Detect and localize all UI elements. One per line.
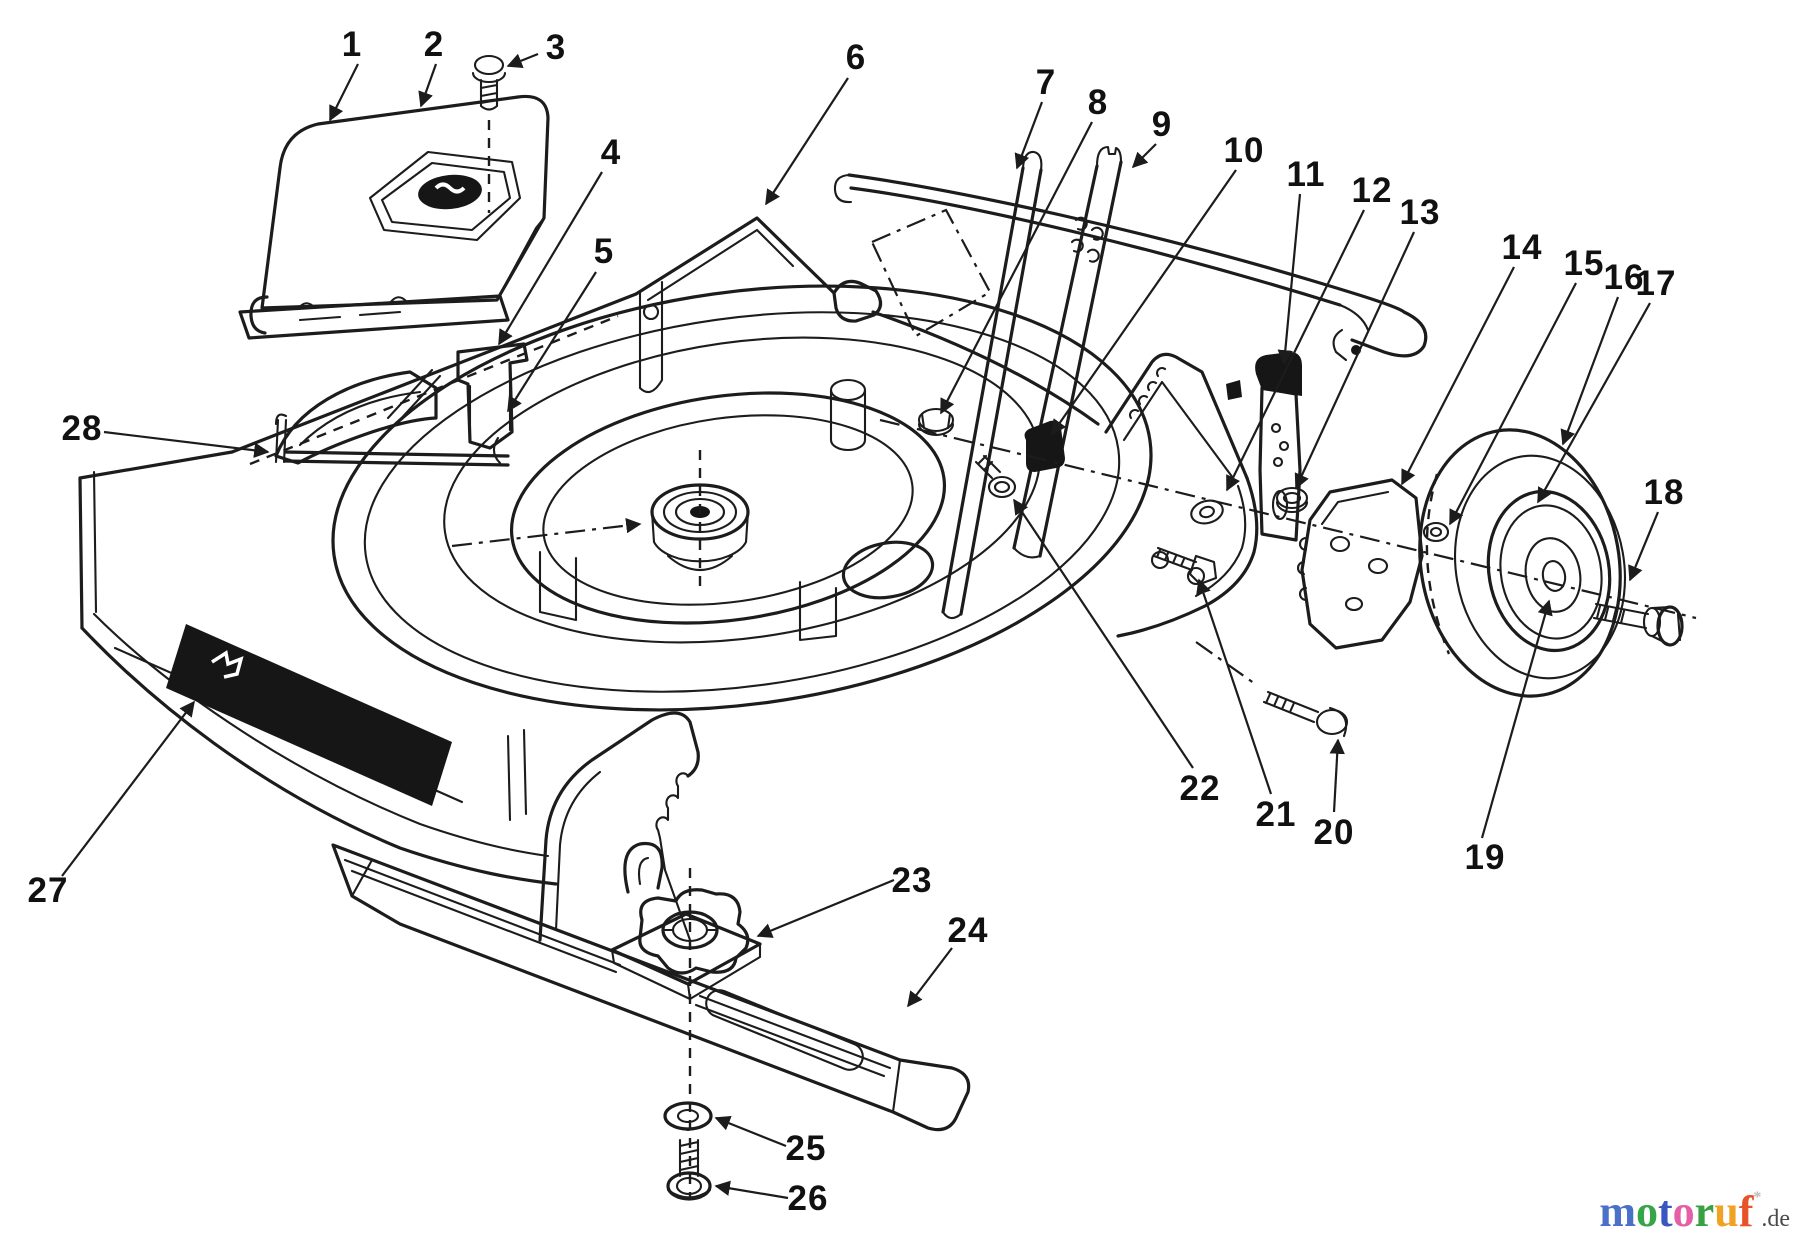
callout-11: 11 [1287,155,1326,194]
callout-7: 7 [1036,63,1056,102]
blade-bolt [666,1138,712,1201]
leader-line-6 [765,77,849,206]
leader-line-18 [1628,511,1660,582]
callout-20: 20 [1314,813,1355,852]
watermark-letter: u [1714,1187,1739,1236]
callout-14: 14 [1502,228,1543,267]
control-rod [833,173,1428,362]
leader-line-9 [1131,143,1157,169]
blade-washer [663,1101,713,1132]
leader-line-25 [714,1115,787,1148]
callout-9: 9 [1152,105,1172,144]
callout-4: 4 [601,133,621,172]
callout-6: 6 [846,38,866,77]
watermark-letter: r [1694,1187,1715,1236]
blade [331,843,971,1132]
leader-line-3 [506,52,539,69]
watermark-letter: o [1636,1187,1659,1236]
leader-line-24 [907,947,953,1008]
leader-line-20 [1329,738,1345,813]
callout-19: 19 [1465,838,1506,877]
watermark-star: * [1753,1189,1762,1206]
leader-line-1 [329,63,359,122]
leader-line-16 [1560,296,1620,446]
callout-23: 23 [892,861,933,900]
callout-15: 15 [1564,244,1605,283]
watermark-letter: m [1599,1187,1637,1236]
watermark-suffix: .de [1761,1206,1790,1232]
handle-bracket-right [1012,145,1123,559]
callout-1: 1 [342,25,362,64]
watermark-letter: o [1672,1187,1695,1236]
leader-line-5 [507,271,597,413]
leader-line-19 [1480,599,1553,839]
deck-decal [166,624,452,806]
leader-line-17 [1537,302,1651,504]
wheel-hidden-edge [1425,473,1451,655]
leader-line-4 [498,171,603,346]
leader-line-27 [61,700,195,877]
cover-hook [249,295,269,335]
spindle-pulley [650,450,750,588]
callout-leaders [61,52,1660,1200]
callout-5: 5 [594,232,614,271]
callout-16: 16 [1604,258,1645,297]
cover-logo [418,174,482,210]
callout-13: 13 [1400,193,1441,232]
leader-line-8 [940,121,1093,415]
leader-line-14 [1401,266,1515,486]
wheel [1418,428,1627,698]
callout-12: 12 [1352,171,1393,210]
callout-26: 26 [788,1179,829,1218]
leader-line-26 [714,1180,789,1200]
callout-2: 2 [424,25,444,64]
leader-line-13 [1294,231,1415,490]
watermark-letter: f [1738,1187,1754,1236]
engine-cover [238,94,550,340]
callout-25: 25 [786,1129,827,1168]
leader-line-11 [1277,193,1302,366]
spacer-black [1024,420,1065,472]
callout-18: 18 [1644,473,1685,512]
leader-line-28 [103,430,270,458]
cover-bolt [471,54,507,213]
callout-10: 10 [1224,131,1265,170]
callout-22: 22 [1180,769,1221,808]
callout-21: 21 [1256,795,1297,834]
leader-line-22 [1013,498,1194,769]
deck-housing [78,216,1259,942]
assembly-axis-lines [451,208,1697,687]
leader-line-10 [1051,169,1237,436]
leader-line-15 [1449,282,1577,526]
callout-28: 28 [62,409,103,448]
watermark-motoruf: motoruf*.de [1599,1190,1790,1234]
leader-line-21 [1196,578,1273,795]
leader-line-23 [756,878,895,938]
leader-line-2 [418,63,438,108]
callout-24: 24 [948,911,989,950]
adjuster-knob-black [1255,352,1302,396]
callout-8: 8 [1088,83,1108,122]
callout-27: 27 [28,871,69,910]
leader-line-7 [1014,101,1044,170]
watermark-letter: t [1658,1187,1673,1236]
axle-bolt [1592,602,1684,647]
leader-line-12 [1226,209,1365,492]
callout-17: 17 [1636,264,1677,303]
callout-3: 3 [546,28,566,67]
wheel-bracket [1296,478,1424,650]
